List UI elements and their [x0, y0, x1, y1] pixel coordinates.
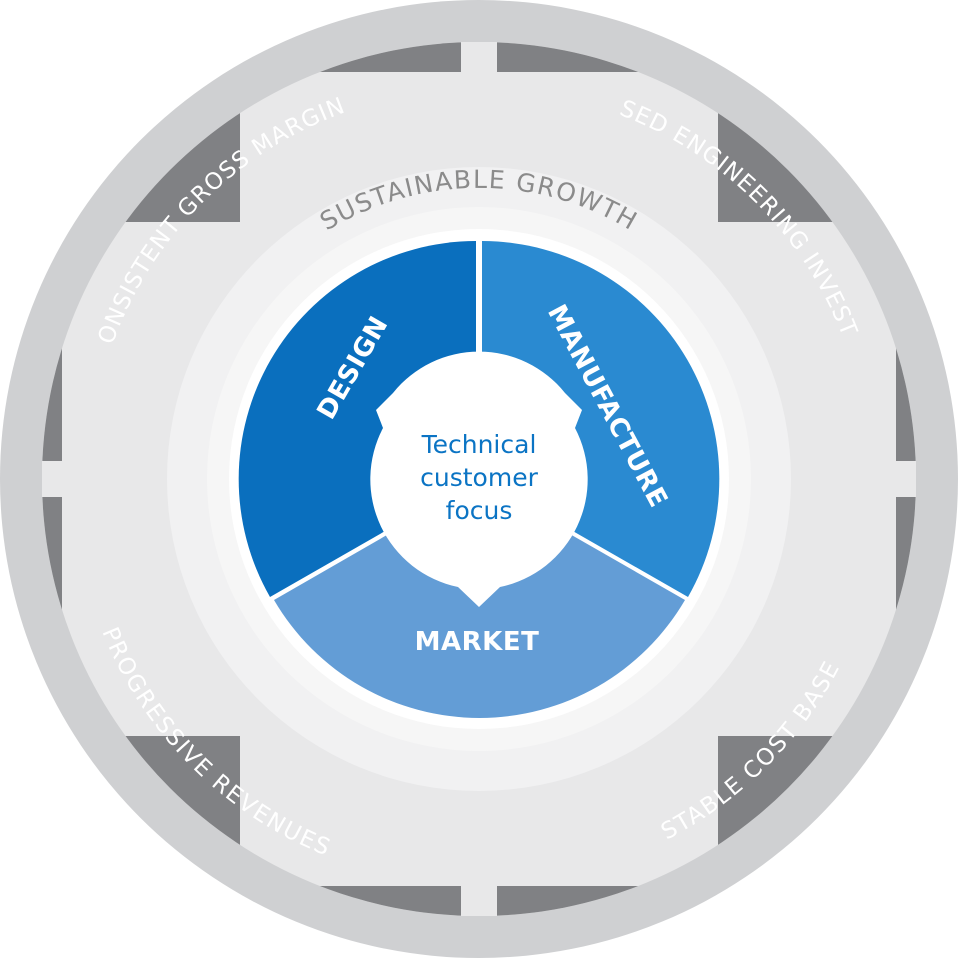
separator-bottom: [461, 856, 497, 916]
separator-left: [42, 461, 102, 497]
core-shield: [370, 351, 588, 607]
label-market: MARKET: [415, 627, 540, 657]
core-line-3: focus: [446, 496, 513, 525]
separator-right: [856, 461, 916, 497]
core-line-2: customer: [420, 463, 538, 492]
core-line-1: Technical: [421, 430, 537, 459]
separator-top: [461, 42, 497, 102]
